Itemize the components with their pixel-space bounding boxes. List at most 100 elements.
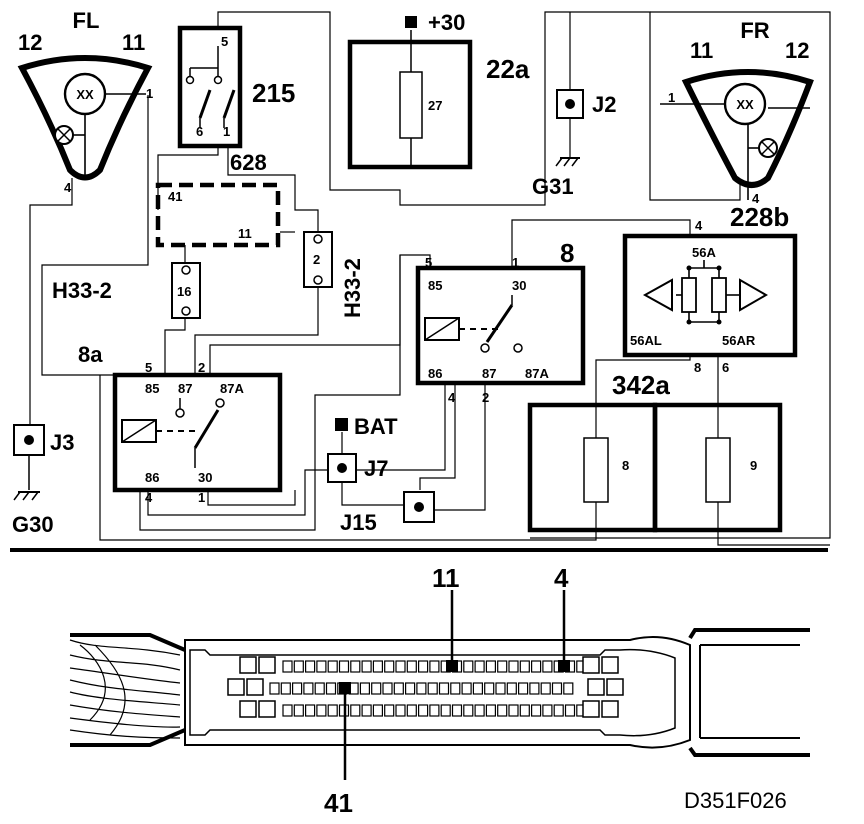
fr-headlight: XX FR 11 12 1 4 xyxy=(660,18,814,206)
connector-pin xyxy=(316,660,327,673)
connector-pin xyxy=(269,682,280,695)
relay8-87a: 87A xyxy=(525,366,549,381)
connector-pin xyxy=(540,682,551,695)
connector-pin xyxy=(258,656,276,674)
u228b-56ar: 56AR xyxy=(722,333,756,348)
connector-pin xyxy=(384,660,395,673)
pin-11-marker xyxy=(446,660,458,672)
connector-pin xyxy=(463,704,474,717)
connector-pin xyxy=(427,682,438,695)
h33-left: 16 H33-2 xyxy=(52,262,201,319)
connector-pin xyxy=(519,704,530,717)
h33-right-label: H33-2 xyxy=(340,258,365,318)
j15-label: J15 xyxy=(340,510,377,535)
h33-right-pin: 2 xyxy=(313,252,320,267)
pin-41-marker xyxy=(339,682,351,694)
connector-pin xyxy=(508,704,519,717)
u228b-pin6: 6 xyxy=(722,360,729,375)
u228b-label: 228b xyxy=(730,202,789,232)
fl-pin4: 4 xyxy=(64,180,72,195)
relay8a-pin2: 2 xyxy=(198,360,205,375)
relay8a-87: 87 xyxy=(178,381,192,396)
connector-pin xyxy=(497,704,508,717)
connector-pin xyxy=(530,704,542,717)
connector-pin xyxy=(542,660,553,673)
connector-pin xyxy=(416,682,427,695)
connector-labels: 11 4 41 xyxy=(324,563,570,818)
relay8-87: 87 xyxy=(482,366,496,381)
relay8a-85: 85 xyxy=(145,381,159,396)
u228b-pin4: 4 xyxy=(695,218,703,233)
connector-pin xyxy=(227,678,245,696)
fl-headlight: XX FL 12 11 1 4 xyxy=(17,8,153,195)
connector-pin xyxy=(418,704,429,717)
connector-pin xyxy=(484,682,495,695)
g30-label: G30 xyxy=(12,512,54,537)
connector-pin xyxy=(542,704,553,717)
connector-pin xyxy=(564,704,576,717)
connector-pin xyxy=(451,704,463,717)
fl-label: FL xyxy=(73,8,100,33)
u228b-56al: 56AL xyxy=(630,333,662,348)
j3-label: J3 xyxy=(50,430,74,455)
relay-8: 5 1 85 30 86 87 87A 4 2 8 xyxy=(415,238,586,405)
switch-215: 5 6 1 215 xyxy=(177,25,295,149)
connector-pin xyxy=(282,660,293,673)
connector-pin xyxy=(292,682,303,695)
fr-pin-right: 12 xyxy=(785,38,809,63)
j2-label: J2 xyxy=(592,92,616,117)
connector-pin xyxy=(553,704,564,717)
connector-pin xyxy=(372,660,383,673)
c628-pin41: 41 xyxy=(168,189,182,204)
connector-pin xyxy=(474,704,485,717)
connector-pin xyxy=(361,704,372,717)
connector-pin xyxy=(395,660,406,673)
connector-pin xyxy=(517,682,529,695)
fl-bulb-label: XX xyxy=(76,87,94,102)
connector-pin xyxy=(293,660,304,673)
connector-pin xyxy=(606,678,624,696)
f342a-fuse9: 9 xyxy=(750,458,757,473)
component-628: 628 41 11 xyxy=(155,150,281,248)
ecu-connector xyxy=(69,628,810,757)
connector-pin xyxy=(463,660,474,673)
relay8-pin2: 2 xyxy=(482,390,489,405)
connector-pin xyxy=(325,682,337,695)
fl-pin-right: 11 xyxy=(122,30,145,55)
connector-pin xyxy=(587,678,605,696)
connector-pin xyxy=(293,704,304,717)
connector-pin xyxy=(406,704,417,717)
pin-41-label: 41 xyxy=(324,788,353,818)
sw215-pin6: 6 xyxy=(196,124,203,139)
j7-label: J7 xyxy=(364,456,388,481)
connector-pin xyxy=(506,682,517,695)
connector-pin xyxy=(461,682,472,695)
pin-11-label: 11 xyxy=(432,563,460,593)
connector-pin xyxy=(246,678,264,696)
relay8-85: 85 xyxy=(428,278,442,293)
connector-pin xyxy=(280,682,291,695)
u228b-56a: 56A xyxy=(692,245,716,260)
connector-pin xyxy=(359,682,370,695)
connector-pin xyxy=(239,656,257,674)
relay8a-pin4: 4 xyxy=(145,490,153,505)
wires xyxy=(29,11,831,546)
c628-pin11: 11 xyxy=(238,226,252,241)
relay8a-30: 30 xyxy=(198,470,212,485)
connector-pin xyxy=(327,704,338,717)
relay8-86: 86 xyxy=(428,366,442,381)
f342a-label: 342a xyxy=(612,370,670,400)
connector-pin xyxy=(372,704,383,717)
connector-pin xyxy=(361,660,372,673)
unit-228b: 4 56A 56AL 56AR 8 6 228b xyxy=(622,202,798,375)
connector-pin xyxy=(472,682,483,695)
connector-pin xyxy=(418,660,429,673)
connector-pin xyxy=(438,682,450,695)
sw215-pin5: 5 xyxy=(221,34,228,49)
f22a-fuse-label: 27 xyxy=(428,98,442,113)
connector-pin xyxy=(601,656,619,674)
junction-j2: J2 G31 xyxy=(532,89,616,199)
fl-pin-left: 12 xyxy=(18,30,42,55)
connector-pin xyxy=(303,682,314,695)
